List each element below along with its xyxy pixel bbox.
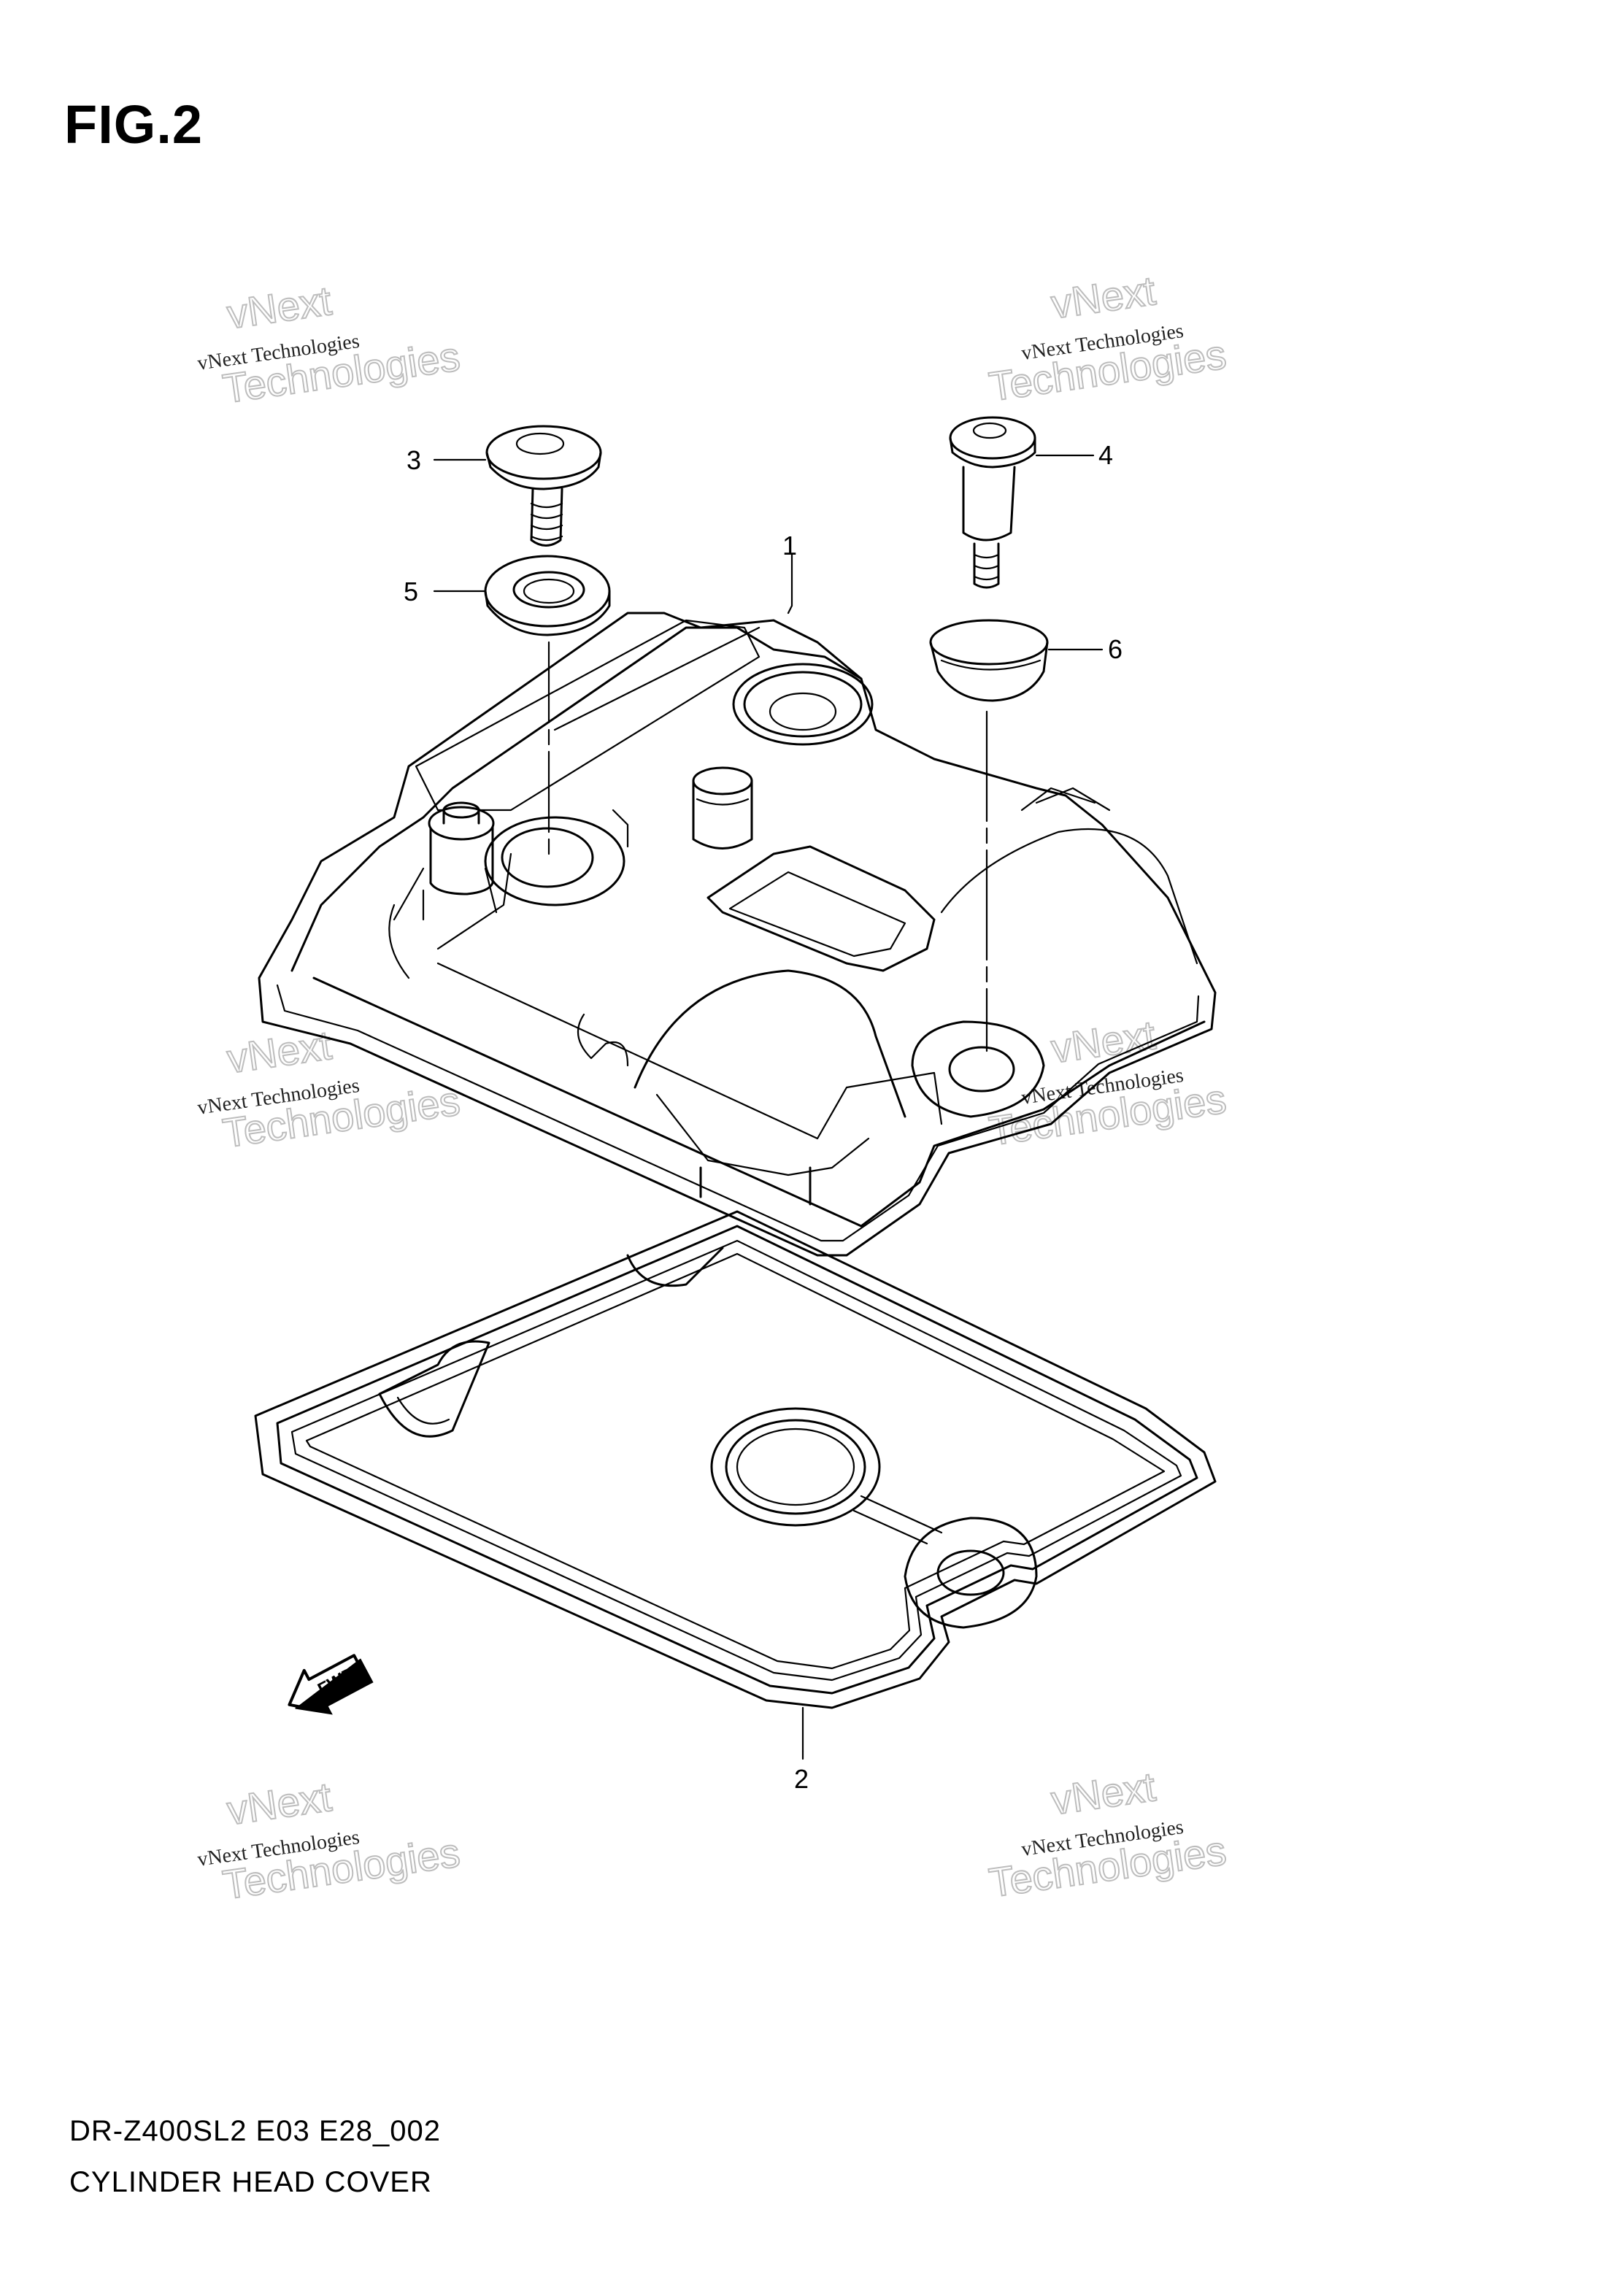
callout-5: 5 [404,577,418,606]
cylinder-head-cover [258,553,1217,1257]
svg-text:vNext: vNext [1048,267,1158,327]
watermark-top-left: vNext vNext Technologies Technologies [196,277,463,412]
callout-6: 6 [1108,634,1123,664]
callout-1: 1 [782,531,797,560]
watermark-top-right: vNext vNext Technologies Technologies [985,266,1229,410]
watermark-bottom-left: vNext vNext Technologies Technologies [196,1773,463,1908]
svg-text:vNext: vNext [224,277,334,337]
callout-2: 2 [794,1764,809,1794]
section-name: CYLINDER HEAD COVER [69,2166,432,2198]
figure-title: FIG.2 [64,94,204,155]
bolt-long [949,416,1095,589]
svg-text:vNext: vNext [1048,1763,1158,1823]
callout-3: 3 [407,445,421,475]
cover-gasket [254,1210,1217,1760]
watermark-mid-left: vNext vNext Technologies Technologies [196,1021,463,1157]
washer [433,555,611,863]
svg-text:vNext: vNext [224,1022,334,1082]
svg-text:vNext: vNext [224,1773,334,1833]
arrow-fwd-icon: FWD [288,1654,374,1715]
bolt-short [433,425,602,547]
model-code: DR-Z400SL2 E03 E28_002 [69,2115,441,2147]
watermark-bottom-right: vNext vNext Technologies Technologies [985,1763,1229,1906]
grommet [929,619,1104,1052]
callout-4: 4 [1098,440,1113,470]
